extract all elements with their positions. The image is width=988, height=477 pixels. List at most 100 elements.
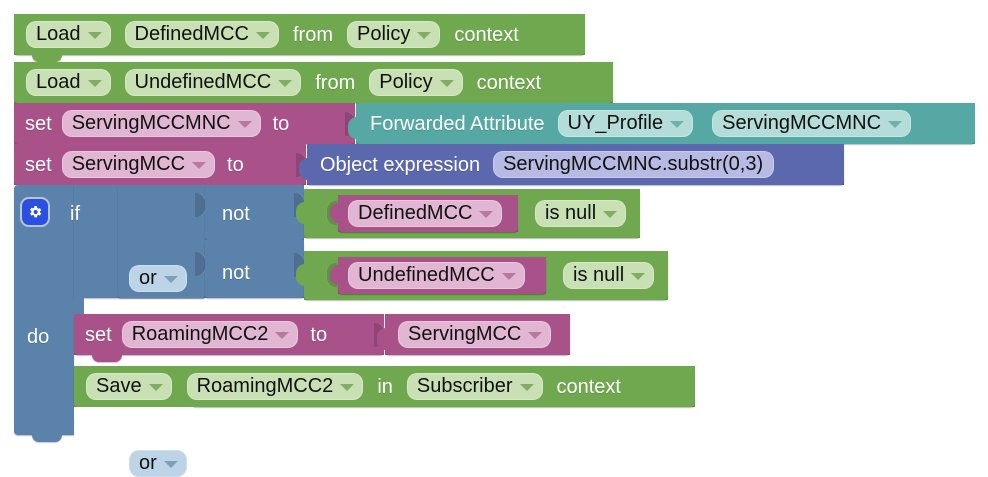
variable-dropdown[interactable]: ServingMCC	[398, 321, 552, 348]
if-label: if	[70, 203, 80, 225]
variable-label: RoamingMCC2	[131, 323, 269, 345]
chevron-down-icon	[163, 460, 178, 468]
variable-label: UndefinedMCC	[134, 71, 272, 93]
chevron-down-icon	[278, 79, 293, 87]
scope-dropdown[interactable]: Subscriber	[406, 373, 543, 400]
not-block-2[interactable]: not	[205, 240, 305, 298]
save-action-dropdown[interactable]: Save	[86, 373, 172, 400]
variable-dropdown[interactable]: ServingMCC	[61, 151, 216, 178]
set-label: set	[85, 323, 112, 346]
servingmcc-getter-block[interactable]: ServingMCC	[377, 314, 570, 355]
c-block-inner-edge	[74, 298, 84, 314]
chevron-down-icon	[670, 120, 685, 128]
is-null-block-2[interactable]: UndefinedMCC is null	[296, 251, 668, 300]
undefinedmcc-getter-block[interactable]: UndefinedMCC	[330, 257, 546, 294]
or-operator-dropdown[interactable]: or	[129, 450, 187, 477]
block-top-notch	[32, 144, 62, 151]
forwarded-attribute-block[interactable]: Forwarded Attribute UY_Profile ServingMC…	[348, 103, 975, 144]
block-top-notch	[92, 366, 122, 373]
null-test-dropdown[interactable]: is null	[563, 262, 655, 289]
value-plug	[330, 203, 340, 223]
object-expression-block[interactable]: Object expression ServingMCCMNC.substr(0…	[299, 144, 844, 185]
save-roamingmcc2-block[interactable]: Save RoamingMCC2 in Subscriber context	[74, 366, 695, 414]
chevron-down-icon	[501, 272, 516, 280]
chevron-down-icon	[417, 31, 432, 39]
scope-dropdown[interactable]: Policy	[346, 21, 441, 48]
or-input-socket-2[interactable]	[195, 252, 206, 276]
variable-label: ServingMCC	[71, 153, 186, 175]
variable-label: DefinedMCC	[358, 202, 473, 224]
expression-field[interactable]: ServingMCCMNC.substr(0,3)	[493, 151, 775, 178]
variable-label: DefinedMCC	[134, 23, 249, 45]
variable-label: ServingMCC	[408, 323, 522, 345]
variable-dropdown[interactable]: UndefinedMCC	[124, 69, 302, 96]
save-action-label: Save	[96, 375, 142, 397]
block-body	[14, 62, 613, 103]
load-undefined-mcc-block[interactable]: Load UndefinedMCC from Policy context	[14, 62, 613, 110]
set-servingmccmnc-block[interactable]: set ServingMCCMNC to	[14, 103, 356, 151]
load-action-dropdown[interactable]: Load	[26, 69, 111, 96]
not-block-1[interactable]: not	[205, 185, 305, 240]
gear-icon[interactable]	[22, 199, 48, 225]
value-plug	[348, 117, 358, 139]
chevron-down-icon	[479, 210, 494, 218]
set-roamingmcc2-block[interactable]: set RoamingMCC2 to	[74, 314, 385, 362]
from-label: from	[315, 71, 356, 94]
profile-label: UY_Profile	[567, 112, 664, 134]
chevron-down-icon	[87, 31, 102, 39]
chevron-down-icon	[163, 275, 178, 283]
value-plug	[110, 197, 120, 219]
from-label: from	[292, 23, 333, 46]
chevron-down-icon	[340, 383, 355, 391]
value-plug	[330, 265, 340, 285]
variable-dropdown[interactable]: RoamingMCC2	[186, 373, 364, 400]
context-label: context	[454, 23, 519, 46]
chevron-down-icon	[631, 272, 646, 280]
do-label: do	[27, 326, 50, 348]
chevron-down-icon	[148, 383, 163, 391]
variable-dropdown[interactable]: ServingMCCMNC	[61, 110, 261, 137]
chevron-down-icon	[528, 331, 543, 339]
block-top-notch	[32, 103, 62, 110]
scope-label: Policy	[356, 23, 411, 45]
is-null-block-1[interactable]: DefinedMCC is null	[296, 189, 640, 238]
object-expression-label: Object expression	[320, 153, 481, 176]
load-defined-mcc-block[interactable]: Load DefinedMCC from Policy context	[14, 14, 585, 62]
value-plug	[296, 264, 306, 286]
definedmcc-getter-block[interactable]: DefinedMCC	[330, 195, 518, 232]
null-test-dropdown[interactable]: is null	[535, 200, 627, 227]
or-input-socket-1[interactable]	[195, 193, 206, 217]
variable-dropdown[interactable]: DefinedMCC	[124, 21, 279, 48]
expression-text: ServingMCCMNC.substr(0,3)	[503, 153, 764, 175]
profile-dropdown[interactable]: UY_Profile	[557, 110, 694, 137]
chevron-down-icon	[255, 31, 270, 39]
scope-label: Policy	[379, 71, 433, 93]
scope-dropdown[interactable]: Policy	[369, 69, 463, 96]
variable-label: UndefinedMCC	[358, 264, 495, 286]
load-action-label: Load	[36, 71, 81, 93]
attribute-label: ServingMCCMNC	[722, 112, 882, 134]
in-label: in	[377, 375, 393, 398]
c-block-inner-gap	[74, 407, 194, 419]
if-do-block[interactable]	[14, 185, 74, 442]
if-block-spine	[14, 185, 74, 435]
set-servingmcc-block[interactable]: set ServingMCC to	[14, 144, 307, 192]
or-label: or	[139, 267, 157, 289]
null-test-label: is null	[545, 202, 597, 224]
block-bottom-notch	[92, 354, 122, 362]
block-top-notch	[32, 62, 62, 69]
load-action-dropdown[interactable]: Load	[26, 21, 111, 48]
variable-dropdown[interactable]: RoamingMCC2	[121, 321, 299, 348]
variable-label: RoamingMCC2	[196, 375, 334, 397]
chevron-down-icon	[87, 79, 102, 87]
value-plug	[377, 328, 387, 350]
or-operator-dropdown-visible[interactable]: or	[129, 265, 187, 292]
variable-dropdown[interactable]: DefinedMCC	[348, 200, 503, 227]
context-label: context	[476, 71, 542, 94]
variable-dropdown[interactable]: UndefinedMCC	[348, 262, 525, 289]
chevron-down-icon	[275, 331, 290, 339]
set-label: set	[25, 153, 52, 176]
to-label: to	[272, 112, 290, 135]
attribute-dropdown[interactable]: ServingMCCMNC	[712, 110, 912, 137]
